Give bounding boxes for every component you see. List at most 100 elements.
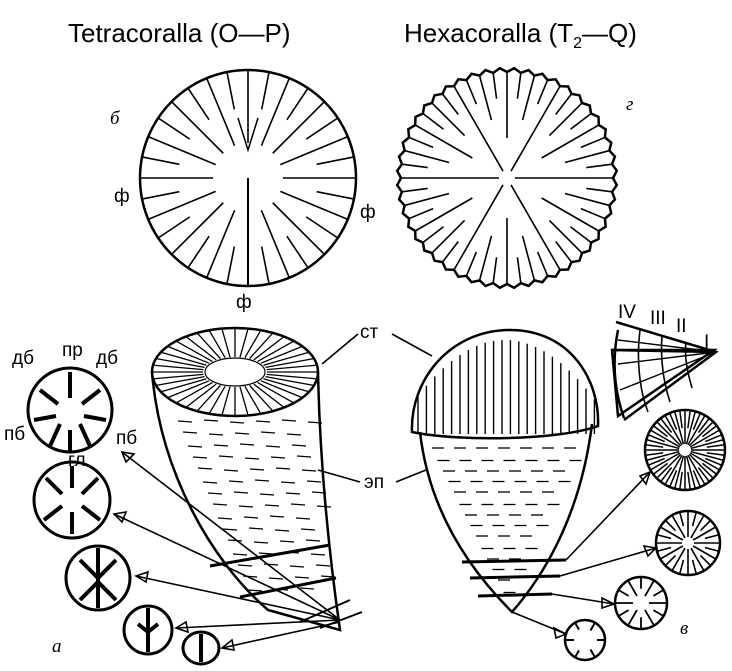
tetracoral-section-5 <box>183 632 219 664</box>
septum-line <box>657 535 671 539</box>
growth-line <box>287 434 301 435</box>
septum-line <box>517 257 520 283</box>
septum-line <box>575 623 579 630</box>
septum-line <box>523 236 535 280</box>
growth-line <box>280 541 294 542</box>
septum-line <box>700 555 710 565</box>
septum-line <box>570 113 591 129</box>
septum-line <box>493 73 496 99</box>
label-pb-right: пб <box>116 428 137 449</box>
label-pr: пр <box>62 340 83 361</box>
septum-line <box>538 80 548 104</box>
septum-line <box>188 236 209 268</box>
septum-line <box>172 102 224 154</box>
growth-line <box>275 530 289 531</box>
septum-line <box>680 512 684 526</box>
growth-line <box>198 468 212 469</box>
septum-line <box>240 387 248 415</box>
growth-line <box>270 516 284 517</box>
septum-line <box>556 94 572 115</box>
hexacoral-section-large <box>645 410 725 490</box>
septum-line <box>645 453 663 455</box>
growth-line <box>296 518 310 519</box>
label-ep: эп <box>364 472 384 493</box>
septum-line <box>549 220 582 253</box>
growth-line <box>230 422 244 423</box>
label-pb-left: пб <box>4 424 25 445</box>
growth-line <box>281 482 295 483</box>
growth-line <box>183 432 197 433</box>
septum-line <box>273 203 325 255</box>
cycle-label-iv: IV <box>618 302 636 323</box>
growth-line <box>306 540 320 541</box>
septum-line <box>549 103 582 136</box>
title-tetracoralla: Tetracoralla (O—P) <box>68 18 291 48</box>
label-f-bottom: ф <box>236 292 252 313</box>
growth-line <box>228 540 242 541</box>
septum-line <box>287 236 308 268</box>
septum-line <box>645 610 654 626</box>
septum-line <box>210 386 225 413</box>
growth-line <box>213 504 227 505</box>
septum-line <box>618 610 628 616</box>
growth-line <box>238 565 252 566</box>
septum-line <box>423 113 444 129</box>
septum-line <box>415 125 472 158</box>
growth-line <box>178 421 192 422</box>
tetracoral-cross-section <box>140 70 356 286</box>
growth-line <box>307 481 321 482</box>
growth-line <box>271 457 285 458</box>
growth-line <box>204 420 218 421</box>
septum-line <box>423 227 444 243</box>
growth-line <box>239 506 253 507</box>
label-gl: гл <box>68 450 86 471</box>
growth-line <box>249 528 263 529</box>
septum-line <box>586 164 612 167</box>
panel-letter-v: в <box>680 618 688 639</box>
septum-line <box>570 227 591 243</box>
septum-line <box>511 185 560 270</box>
septum-line <box>306 118 338 139</box>
panel-letter-b: б <box>110 108 121 129</box>
growth-line <box>266 446 280 447</box>
septum-line <box>645 580 654 596</box>
septum-line <box>273 102 325 154</box>
growth-line <box>292 445 306 446</box>
growth-line <box>260 494 274 495</box>
septum-line <box>480 76 492 120</box>
septum-line <box>188 88 209 120</box>
septum-line <box>306 217 338 238</box>
growth-line <box>291 504 305 505</box>
septum-line <box>442 241 458 262</box>
septum-line <box>405 151 449 163</box>
growth-line <box>300 588 314 589</box>
cycle-label-iii: III <box>650 308 666 329</box>
septum-line <box>591 650 596 658</box>
growth-line <box>193 457 207 458</box>
septum-line <box>402 164 428 167</box>
septum-line <box>432 103 465 136</box>
growth-line <box>245 458 259 459</box>
septum-line <box>657 422 681 446</box>
septum-line <box>565 151 609 163</box>
growth-line <box>302 470 316 471</box>
growth-line <box>203 482 217 483</box>
septum-line <box>210 331 225 358</box>
septum-line <box>466 252 476 276</box>
septum-line <box>405 194 449 206</box>
growth-line <box>265 505 279 506</box>
septum-line <box>591 623 596 631</box>
tetracoral-section-3 <box>66 546 130 610</box>
septum-line <box>222 387 230 415</box>
growth-line <box>248 590 262 591</box>
growth-line <box>229 481 243 482</box>
hexacoral-section-small <box>615 577 667 629</box>
septum-line <box>688 410 690 428</box>
growth-line <box>317 506 331 507</box>
growth-line <box>264 564 278 565</box>
septum-line <box>245 331 260 358</box>
panel-letter-a: а <box>52 636 62 657</box>
tetracoral-section-2 <box>34 462 110 538</box>
septum-line <box>245 386 260 413</box>
